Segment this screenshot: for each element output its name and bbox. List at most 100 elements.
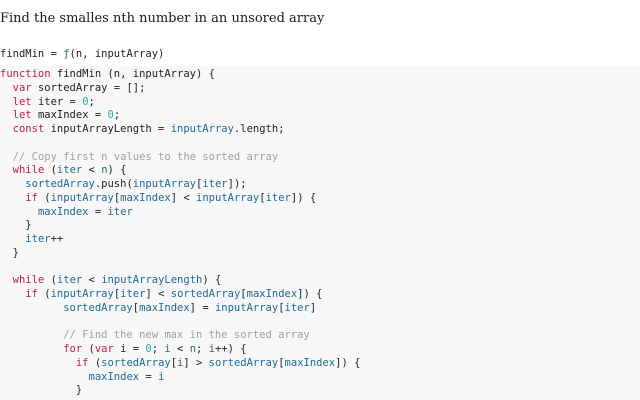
code-line: const inputArrayLength = inputArray.leng… (0, 123, 640, 137)
code-text: ]) { (290, 191, 317, 204)
identifier: n (101, 164, 108, 177)
code-line (0, 137, 640, 151)
code-line: let iter = 0; (0, 96, 640, 110)
code-block[interactable]: function findMin (n, inputArray) { var s… (0, 66, 640, 400)
code-text (0, 233, 25, 245)
function-glyph: ƒ (63, 48, 70, 60)
code-text (0, 109, 13, 121)
code-line: if (sortedArray[i] > sortedArray[maxInde… (0, 357, 640, 371)
code-line: var sortedArray = []; (0, 82, 640, 96)
identifier: i (164, 343, 171, 355)
code-line: let maxIndex = 0; (0, 109, 640, 123)
code-text: < (82, 274, 102, 287)
identifier: iter (56, 164, 83, 177)
code-text: [ (196, 178, 203, 190)
code-line: for (var i = 0; i < n; i++) { (0, 343, 640, 357)
code-text (0, 288, 25, 300)
cell-title: Find the smalles nth number in an unsore… (0, 11, 325, 26)
code-text (0, 82, 13, 94)
code-line: function findMin (n, inputArray) { (0, 68, 640, 82)
code-text: ++ (50, 233, 64, 245)
code-text: = (139, 370, 159, 383)
identifier: sortedArray (63, 301, 133, 314)
code-text: [ (170, 356, 178, 369)
code-text: < (170, 343, 190, 355)
code-text: } (0, 246, 19, 259)
code-text: ] > (183, 356, 209, 369)
code-text (0, 274, 13, 286)
identifier: inputArray (132, 178, 196, 190)
code-text: ] < (170, 191, 197, 204)
code-text (0, 123, 13, 135)
code-text: } (0, 219, 32, 232)
code-text: ] (309, 301, 317, 314)
code-text: findMin = (0, 48, 64, 60)
keyword: const (12, 123, 45, 135)
comment: // Find the new max in the sorted array (63, 329, 310, 342)
code-text: .length; (233, 123, 285, 135)
keyword: if (25, 288, 38, 300)
code-text: [ (113, 288, 121, 300)
code-text: [ (278, 356, 285, 369)
identifier: maxIndex (284, 356, 336, 369)
identifier: sortedArray (101, 356, 171, 369)
code-text: findMin (n, inputArray) { (50, 68, 215, 80)
identifier: maxIndex (246, 288, 298, 300)
code-text (0, 178, 25, 190)
code-text: } (0, 384, 83, 397)
code-text: ) { (107, 164, 127, 177)
keyword: let (12, 109, 32, 122)
code-line: maxIndex = i (0, 371, 640, 385)
code-text: i = (113, 343, 146, 355)
code-text (0, 302, 63, 314)
keyword: let (12, 95, 32, 108)
code-line: // Find the new max in the sorted array (0, 329, 640, 343)
code-text: ] < (145, 288, 171, 300)
code-text: (n, inputArray) (69, 48, 165, 60)
identifier: inputArray (214, 301, 279, 314)
code-line: sortedArray[maxIndex] = inputArray[iter] (0, 302, 640, 316)
keyword: var (94, 343, 114, 355)
number-literal: 0 (107, 109, 114, 122)
identifier: n (189, 343, 197, 355)
code-line: } (0, 247, 640, 261)
code-text: [ (240, 288, 247, 300)
code-text: = (88, 205, 108, 218)
number-literal: 0 (145, 343, 152, 355)
identifier: i (158, 370, 165, 383)
code-text: ]) { (297, 288, 323, 300)
identifier: maxIndex (120, 191, 171, 204)
code-text: ; (196, 343, 209, 355)
code-line: while (iter < n) { (0, 164, 640, 178)
code-line: } (0, 384, 640, 398)
code-text: ; (88, 95, 95, 108)
code-text (0, 343, 63, 355)
code-line: maxIndex = iter (0, 206, 640, 220)
identifier: inputArray (50, 191, 114, 204)
code-line: // Copy first n values to the sorted arr… (0, 151, 640, 165)
code-text: ( (44, 164, 57, 177)
identifier: maxIndex (37, 205, 89, 218)
identifier: inputArray (170, 123, 234, 135)
identifier: i (177, 356, 184, 369)
code-text: .push( (94, 178, 133, 190)
identifier: maxIndex (139, 301, 190, 314)
keyword: function (0, 68, 51, 80)
code-line: if (inputArray[iter] < sortedArray[maxIn… (0, 288, 640, 302)
code-text (0, 192, 25, 204)
code-text: ] = (189, 301, 215, 314)
identifier: iter (120, 288, 146, 300)
identifier: i (208, 343, 216, 355)
code-text: sortedArray = []; (31, 81, 146, 94)
cell-output-signature[interactable]: findMin = ƒ(n, inputArray) (0, 47, 164, 61)
code-text: ]) { (335, 356, 361, 369)
code-line (0, 316, 640, 330)
keyword: while (12, 274, 45, 287)
identifier: inputArray (196, 191, 260, 204)
code-line: } (0, 219, 640, 233)
comment: // Copy first n values to the sorted arr… (12, 150, 279, 163)
code-text: < (82, 164, 102, 177)
code-text (0, 206, 38, 218)
identifier: sortedArray (170, 288, 241, 300)
